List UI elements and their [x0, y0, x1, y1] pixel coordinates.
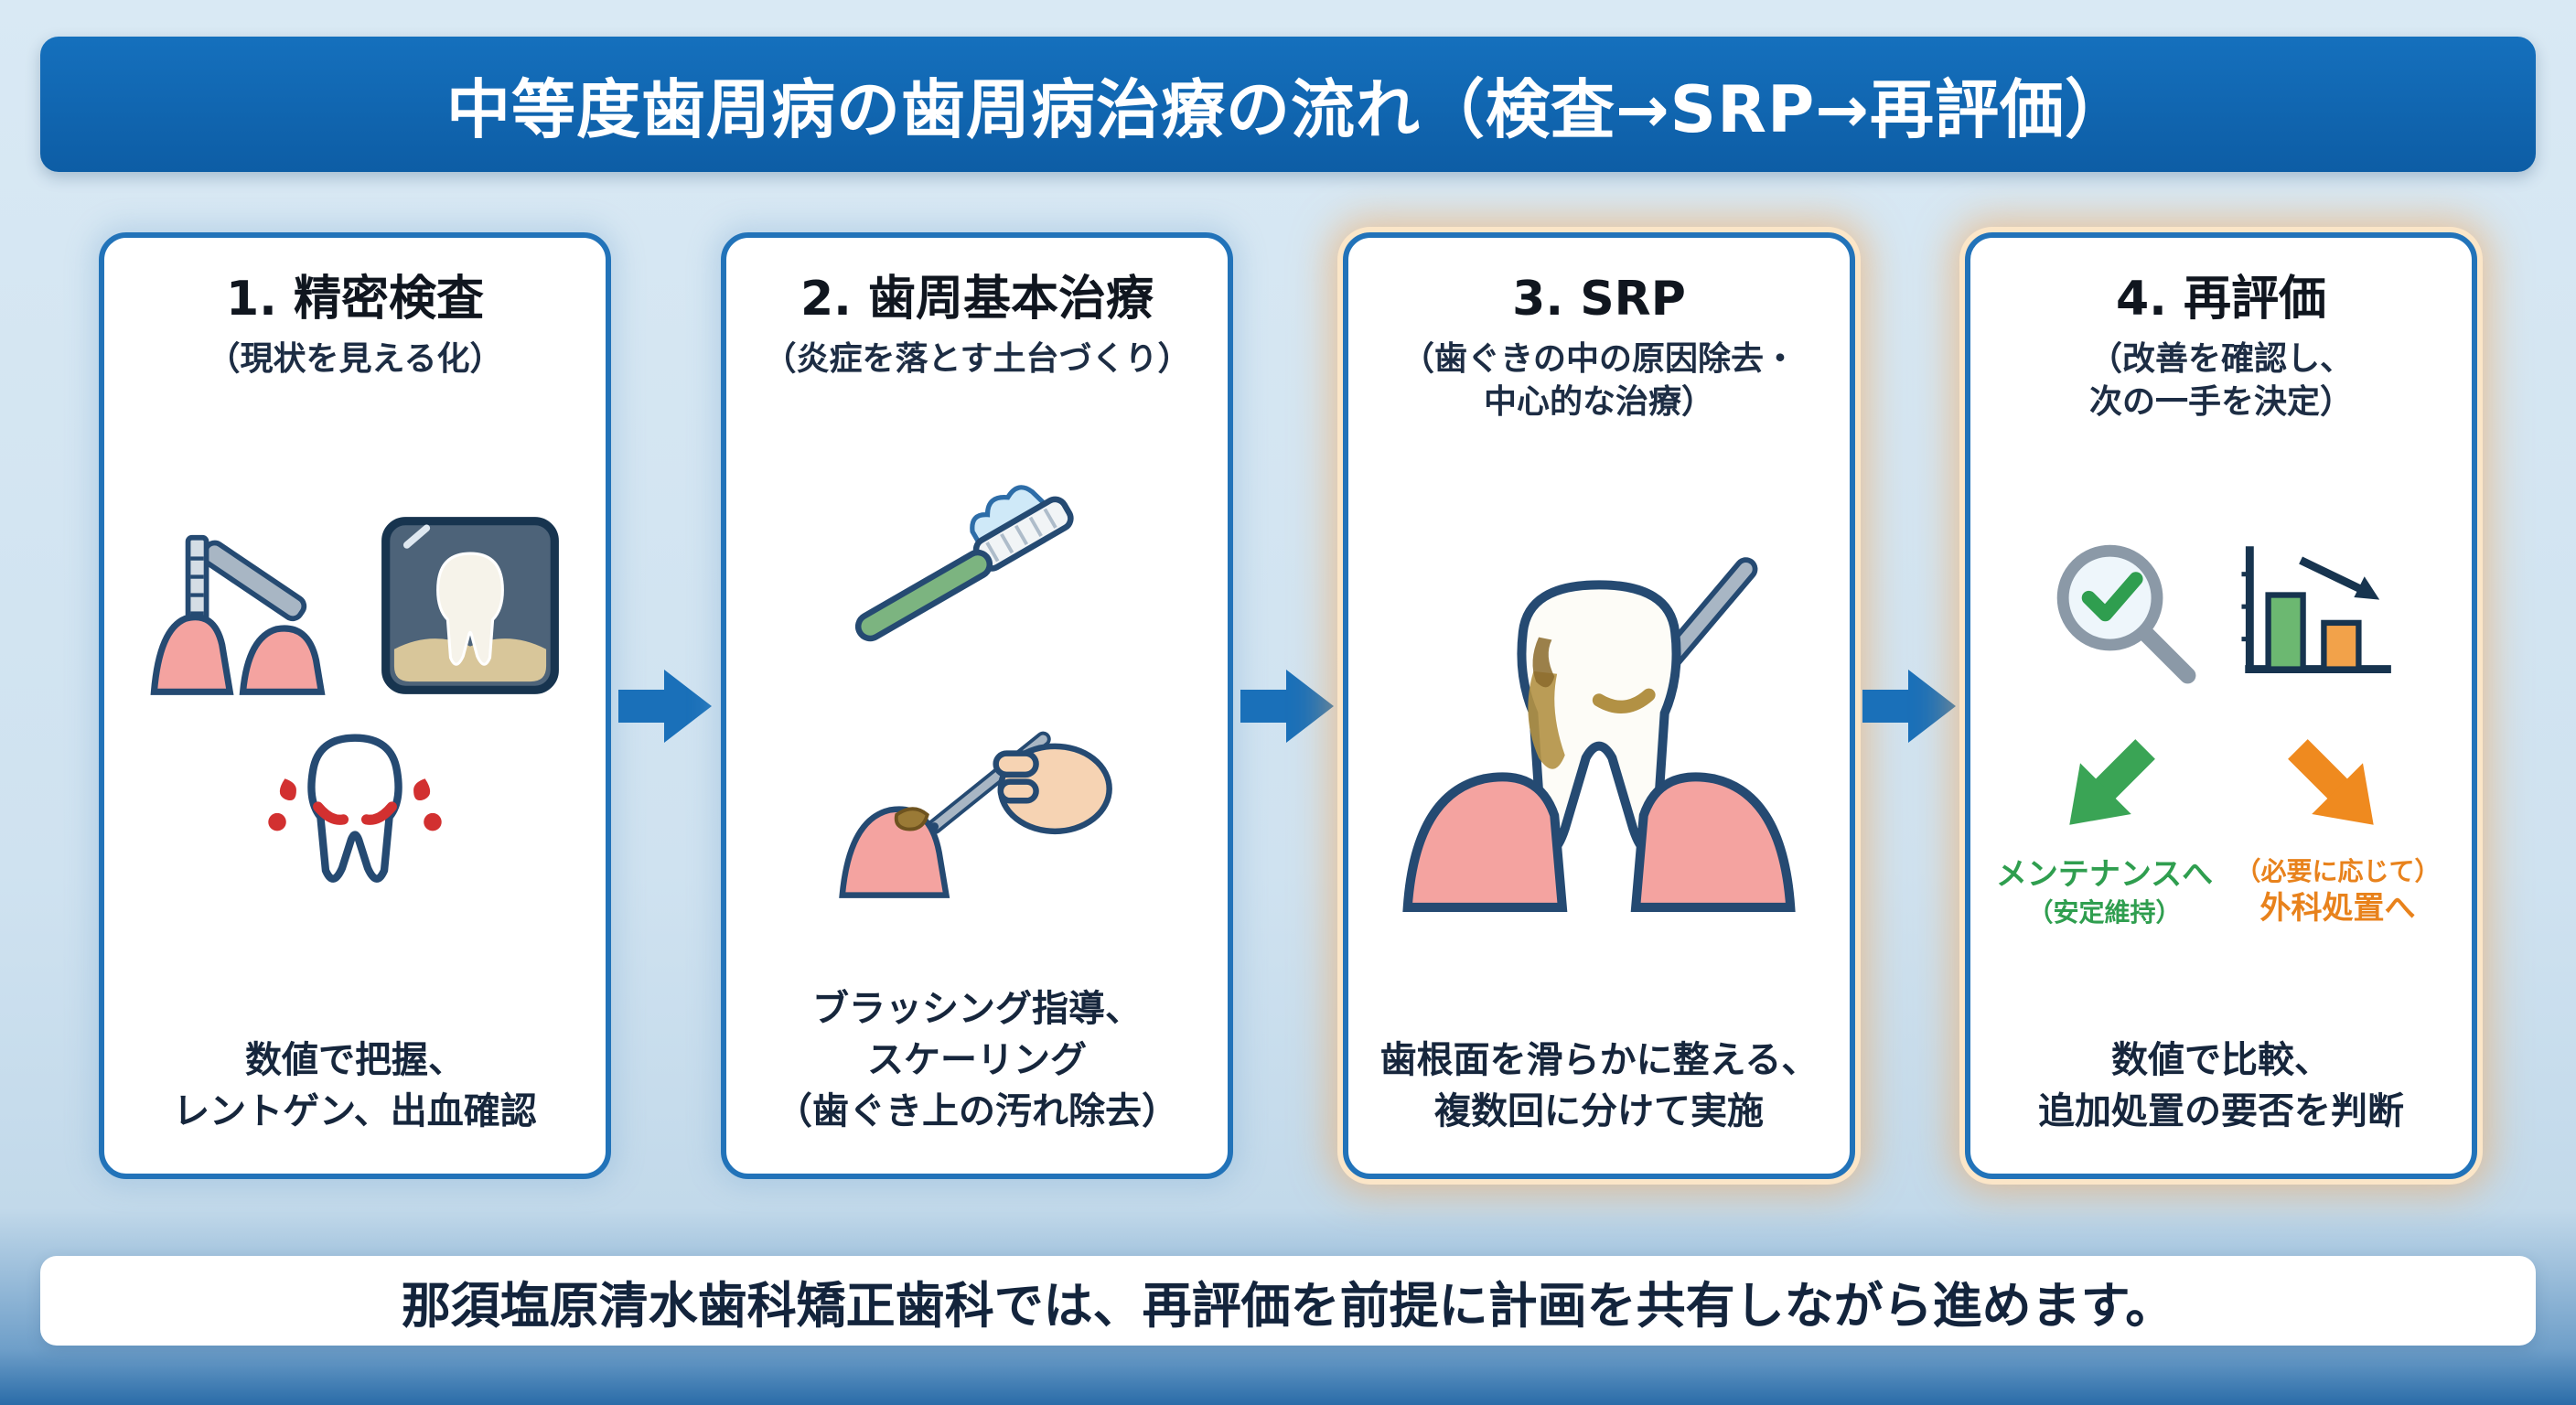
scaler-hand-icon [839, 731, 1112, 898]
outcome-surgery: （必要に応じて） 外科処置へ [2226, 725, 2450, 928]
step-card-2: 2. 歯周基本治療 （炎症を落とす土台づくり） [721, 232, 1233, 1179]
step2-subtitle: （炎症を落とす土台づくり） [763, 339, 1191, 378]
step2-icons [748, 381, 1206, 983]
maintenance-label: メンテナンスへ [1995, 856, 2214, 894]
step-card-3: 3. SRP （歯ぐきの中の原因除去・ 中心的な治療） 歯根面を滑らかに整える、… [1343, 232, 1855, 1179]
step3-description: 歯根面を滑らかに整える、 複数回に分けて実施 [1379, 1039, 1819, 1132]
srp-tooth-icon [1402, 557, 1796, 913]
xray-icon [381, 517, 559, 695]
step1-icon-row [148, 514, 562, 697]
outcome-maintenance: メンテナンスへ （安定維持） [1992, 725, 2216, 928]
step1-title: 1. 精密検査 [225, 272, 485, 327]
perio-probe-icon [150, 535, 326, 696]
header-banner: 中等度歯周病の歯周病治療の流れ（検査→SRP→再評価） [40, 37, 2536, 172]
flow-arrow-icon [1862, 669, 1956, 743]
flow-arrow-icon [1240, 669, 1334, 743]
flow-arrow-icon [618, 669, 712, 743]
surgery-label: 外科処置へ [2259, 890, 2416, 928]
step4-outcomes: メンテナンスへ （安定維持） （必要に応じて） 外科処置へ [1992, 725, 2450, 928]
page-title: 中等度歯周病の歯周病治療の流れ（検査→SRP→再評価） [446, 71, 2130, 147]
step3-subtitle: （歯ぐきの中の原因除去・ 中心的な治療） [1401, 339, 1797, 421]
step3-title: 3. SRP [1512, 272, 1686, 327]
step-card-4: 4. 再評価 （改善を確認し、 次の一手を決定） [1965, 232, 2477, 1179]
steps-flow: 1. 精密検査 （現状を見える化） [40, 232, 2536, 1179]
trend-chart-icon [2241, 546, 2391, 673]
footer-text: 那須塩原清水歯科矯正歯科では、再評価を前提に計画を共有しながら進めます。 [401, 1276, 2175, 1335]
surgery-arrow-icon [2287, 739, 2374, 826]
flow-arrow-1 [611, 666, 721, 746]
step-card-1: 1. 精密検査 （現状を見える化） [99, 232, 611, 1179]
maintenance-note: （安定維持） [2027, 896, 2182, 928]
step2-title: 2. 歯周基本治療 [800, 272, 1154, 327]
step4-icons: メンテナンスへ （安定維持） （必要に応じて） 外科処置へ [1992, 424, 2450, 1035]
step1-subtitle: （現状を見える化） [207, 339, 503, 378]
step4-title: 4. 再評価 [2115, 272, 2327, 327]
step4-icon-row [2042, 530, 2400, 694]
step4-description: 数値で比較、 追加処置の要否を判断 [2038, 1039, 2404, 1132]
step3-icons [1370, 424, 1828, 1035]
step2-description: ブラッシング指導、 スケーリング （歯ぐき上の汚れ除去） [776, 988, 1178, 1132]
step1-icons [126, 381, 584, 1035]
toothbrush-icon [854, 485, 1074, 642]
maintenance-arrow-icon [2068, 739, 2155, 826]
step1-description: 数値で把握、 レントゲン、出血確認 [173, 1039, 537, 1132]
bleeding-tooth-icon [268, 734, 442, 884]
flow-arrow-2 [1233, 666, 1343, 746]
flow-arrow-3 [1855, 666, 1965, 746]
magnifier-check-icon [2056, 545, 2196, 684]
step4-subtitle: （改善を確認し、 次の一手を決定） [2088, 339, 2353, 421]
footer-banner: 那須塩原清水歯科矯正歯科では、再評価を前提に計画を共有しながら進めます。 [40, 1256, 2536, 1346]
surgery-note: （必要に応じて） [2235, 856, 2441, 887]
